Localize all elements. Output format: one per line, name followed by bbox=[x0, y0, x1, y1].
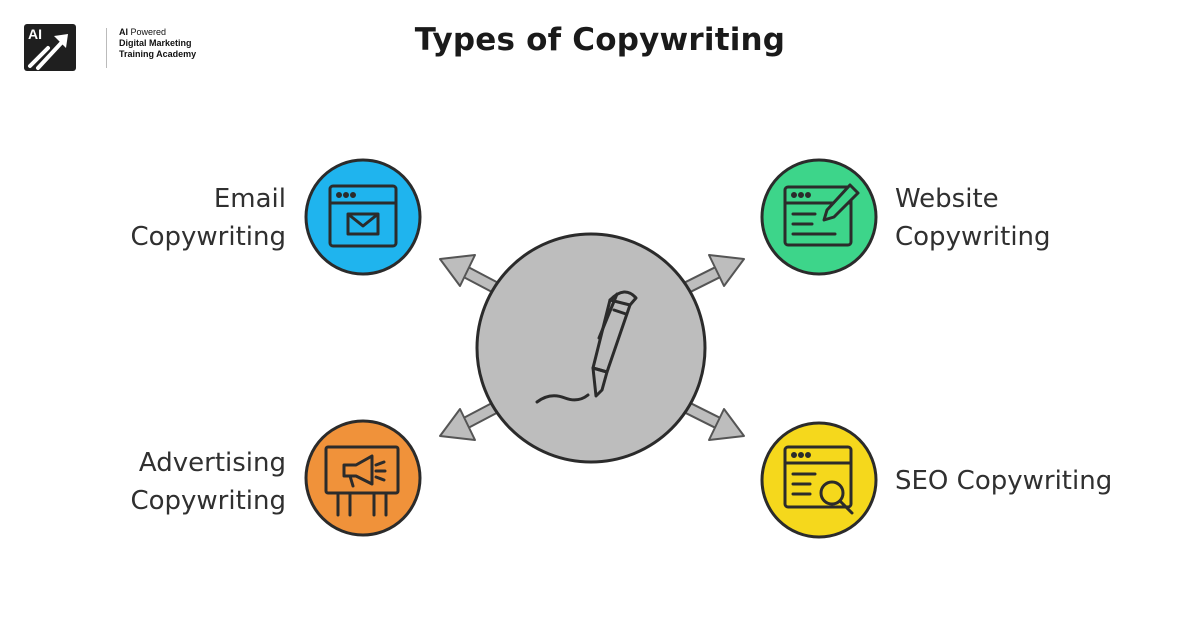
logo-mark-text: AI bbox=[28, 26, 42, 42]
label-advertising-line1: Advertising bbox=[138, 448, 286, 478]
megaphone-board-icon bbox=[324, 445, 400, 517]
node-advertising bbox=[304, 419, 422, 537]
brand-line1-rest: Powered bbox=[128, 27, 167, 37]
arrow-email bbox=[439, 254, 504, 296]
label-seo-line1: SEO Copywriting bbox=[895, 466, 1113, 496]
email-window-icon bbox=[328, 184, 398, 248]
label-website: Website Copywriting bbox=[895, 180, 1051, 256]
brand-line3: Training Academy bbox=[119, 49, 197, 59]
brand-logo: AI AI Powered Digital Marketing Training… bbox=[24, 24, 204, 72]
node-email bbox=[304, 158, 422, 276]
label-seo: SEO Copywriting bbox=[895, 462, 1112, 500]
brand-line1-bold: AI bbox=[119, 27, 128, 37]
arrow-website bbox=[679, 254, 745, 296]
web-editor-icon bbox=[783, 183, 860, 247]
arrow-advertising bbox=[439, 399, 504, 441]
label-email: Email Copywriting bbox=[130, 180, 286, 256]
logo-mark: AI bbox=[24, 24, 76, 71]
page-title: Types of Copywriting bbox=[414, 22, 786, 58]
logo-divider bbox=[106, 28, 107, 68]
brand-name: AI Powered Digital Marketing Training Ac… bbox=[119, 27, 196, 60]
search-document-icon bbox=[783, 445, 854, 515]
hub-circle bbox=[475, 232, 707, 464]
pen-icon bbox=[535, 290, 638, 404]
node-seo bbox=[760, 421, 878, 539]
label-advertising-line2: Copywriting bbox=[130, 486, 286, 516]
label-website-line2: Copywriting bbox=[895, 222, 1051, 252]
node-website bbox=[760, 158, 878, 276]
arrow-seo bbox=[679, 399, 745, 441]
label-website-line1: Website bbox=[895, 184, 999, 214]
label-email-line2: Copywriting bbox=[130, 222, 286, 252]
label-email-line1: Email bbox=[213, 184, 286, 214]
growth-arrow-icon bbox=[28, 34, 68, 70]
brand-line2: Digital Marketing bbox=[119, 38, 192, 48]
label-advertising: Advertising Copywriting bbox=[130, 444, 286, 520]
